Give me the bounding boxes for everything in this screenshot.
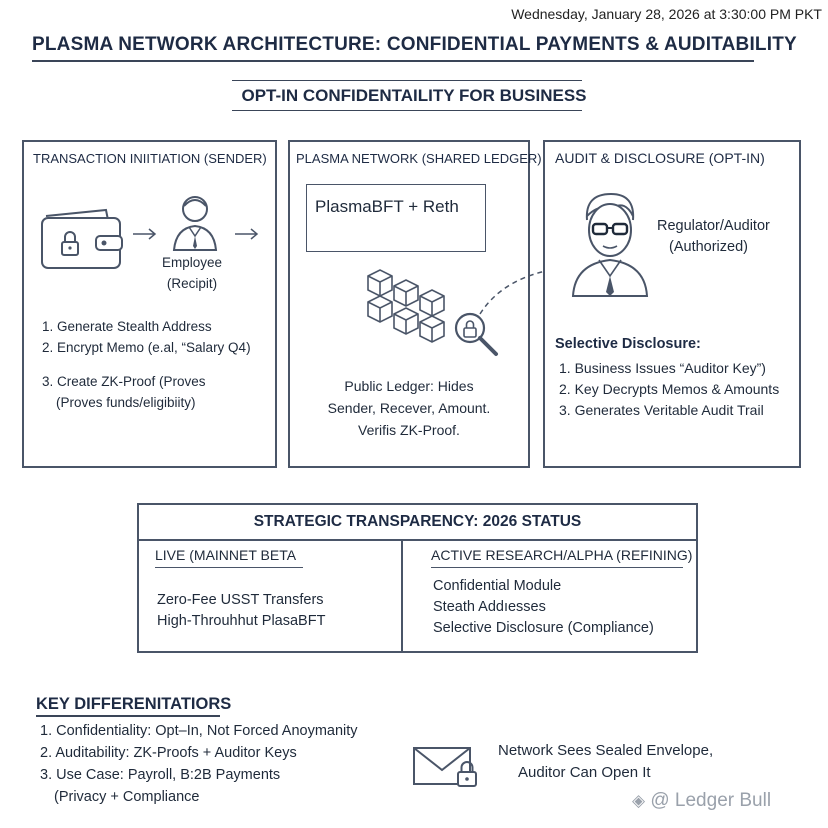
timestamp: Wednesday, January 28, 2026 at 3:30:00 P… xyxy=(511,6,822,22)
differentiator-item: 2. Auditability: ZK-Proofs + Auditor Key… xyxy=(40,745,297,761)
sender-step: (Proves funds/eligibiity) xyxy=(56,395,196,410)
differentiator-item: 1. Confidentiality: Opt–In, Not Forced A… xyxy=(40,723,358,739)
engine-label: PlasmaBFT + Reth xyxy=(315,197,459,216)
section-title: OPT-IN CONFIDENTAILITY FOR BUSINESS xyxy=(241,86,587,105)
watermark-logo-icon: ◈ xyxy=(632,791,646,810)
status-divider-v xyxy=(401,539,403,651)
watermark: ◈ @ Ledger Bull xyxy=(632,790,771,812)
auditor-icon xyxy=(569,186,651,298)
research-title: ACTIVE RESEARCH/ALPHA (REFINING) xyxy=(431,547,693,563)
status-box: STRATEGIC TRANSPARENCY: 2026 STATUS LIVE… xyxy=(137,503,698,653)
sender-steps: 1. Generate Stealth Address 2. Encrypt M… xyxy=(42,316,251,413)
differentiator-item: (Privacy + Compliance xyxy=(54,789,200,805)
arrow-right-icon xyxy=(234,228,260,240)
auditor-label: Regulator/Auditor xyxy=(657,218,770,234)
magnifier-lock-icon xyxy=(452,310,500,360)
ledger-line: Public Ledger: Hides xyxy=(344,378,474,394)
arrow-right-icon xyxy=(132,228,158,240)
ledger-line: Sender, Recever, Amount. xyxy=(327,400,491,416)
ledger-line: Verifis ZK-Proof. xyxy=(358,422,460,438)
section-overline xyxy=(232,80,582,81)
disclosure-step: 3. Generates Veritable Audit Trail xyxy=(559,402,764,418)
sender-panel: TRANSACTION INIITIATION (SENDER) Employe… xyxy=(22,140,277,468)
engine-box: PlasmaBFT + Reth xyxy=(306,184,486,252)
live-title: LIVE (MAINNET BETA xyxy=(155,547,297,563)
title-underline xyxy=(32,60,754,62)
differentiators-title: KEY DIFFERENITATIORS xyxy=(36,695,232,713)
status-divider-h xyxy=(139,539,696,541)
live-title-underline xyxy=(155,567,303,568)
network-panel-title: PLASMA NETWORK (SHARED LEDGER) xyxy=(296,151,542,166)
employee-icon xyxy=(170,192,220,252)
sender-panel-title: TRANSACTION INIITIATION (SENDER) xyxy=(33,151,267,166)
envelope-note-line: Auditor Can Open It xyxy=(518,764,651,781)
auditor-sub-label: (Authorized) xyxy=(669,239,748,255)
sender-step: 2. Encrypt Memo (e.al, “Salary Q4) xyxy=(42,340,251,355)
research-item: Steath Addıesses xyxy=(433,599,546,615)
differentiators-underline xyxy=(36,715,220,717)
differentiator-item: 3. Use Case: Payroll, B:2B Payments xyxy=(40,767,281,783)
differentiators-list: 1. Confidentiality: Opt–In, Not Forced A… xyxy=(40,720,358,808)
watermark-text: @ Ledger Bull xyxy=(650,790,772,811)
live-item: High-Throuhhut PlasaBFT xyxy=(157,613,326,629)
blockchain-cubes-icon xyxy=(362,266,462,350)
audit-panel: AUDIT & DISCLOSURE (OPT-IN) Regulator/Au… xyxy=(543,140,801,468)
research-item: Selective Disclosure (Compliance) xyxy=(433,620,654,636)
employee-sub-label: (Recipit) xyxy=(166,276,218,291)
disclosure-step: 2. Key Decrypts Memos & Amounts xyxy=(559,381,780,397)
sealed-envelope-icon xyxy=(412,744,484,792)
status-title: STRATEGIC TRANSPARENCY: 2026 STATUS xyxy=(253,513,582,530)
disclosure-step: 1. Business Issues “Auditor Key”) xyxy=(559,360,766,376)
sender-step: 3. Create ZK-Proof (Proves xyxy=(42,374,206,389)
disclosure-steps: 1. Business Issues “Auditor Key”) 2. Key… xyxy=(559,358,779,421)
wallet-lock-icon xyxy=(38,206,128,272)
live-item: Zero-Fee USST Transfers xyxy=(157,592,324,608)
network-panel: PLASMA NETWORK (SHARED LEDGER) PlasmaBFT… xyxy=(288,140,542,468)
employee-label: Employee xyxy=(161,255,223,270)
research-item: Confidential Module xyxy=(433,578,562,594)
section-underline xyxy=(232,110,582,111)
main-title: PLASMA NETWORK ARCHITECTURE: CONFIDENTIA… xyxy=(32,34,797,55)
audit-panel-title: AUDIT & DISCLOSURE (OPT-IN) xyxy=(555,150,765,166)
research-title-underline xyxy=(431,567,683,568)
envelope-note-line: Network Sees Sealed Envelope, xyxy=(498,742,714,759)
disclosure-title: Selective Disclosure: xyxy=(555,336,701,352)
sender-step: 1. Generate Stealth Address xyxy=(42,319,212,334)
